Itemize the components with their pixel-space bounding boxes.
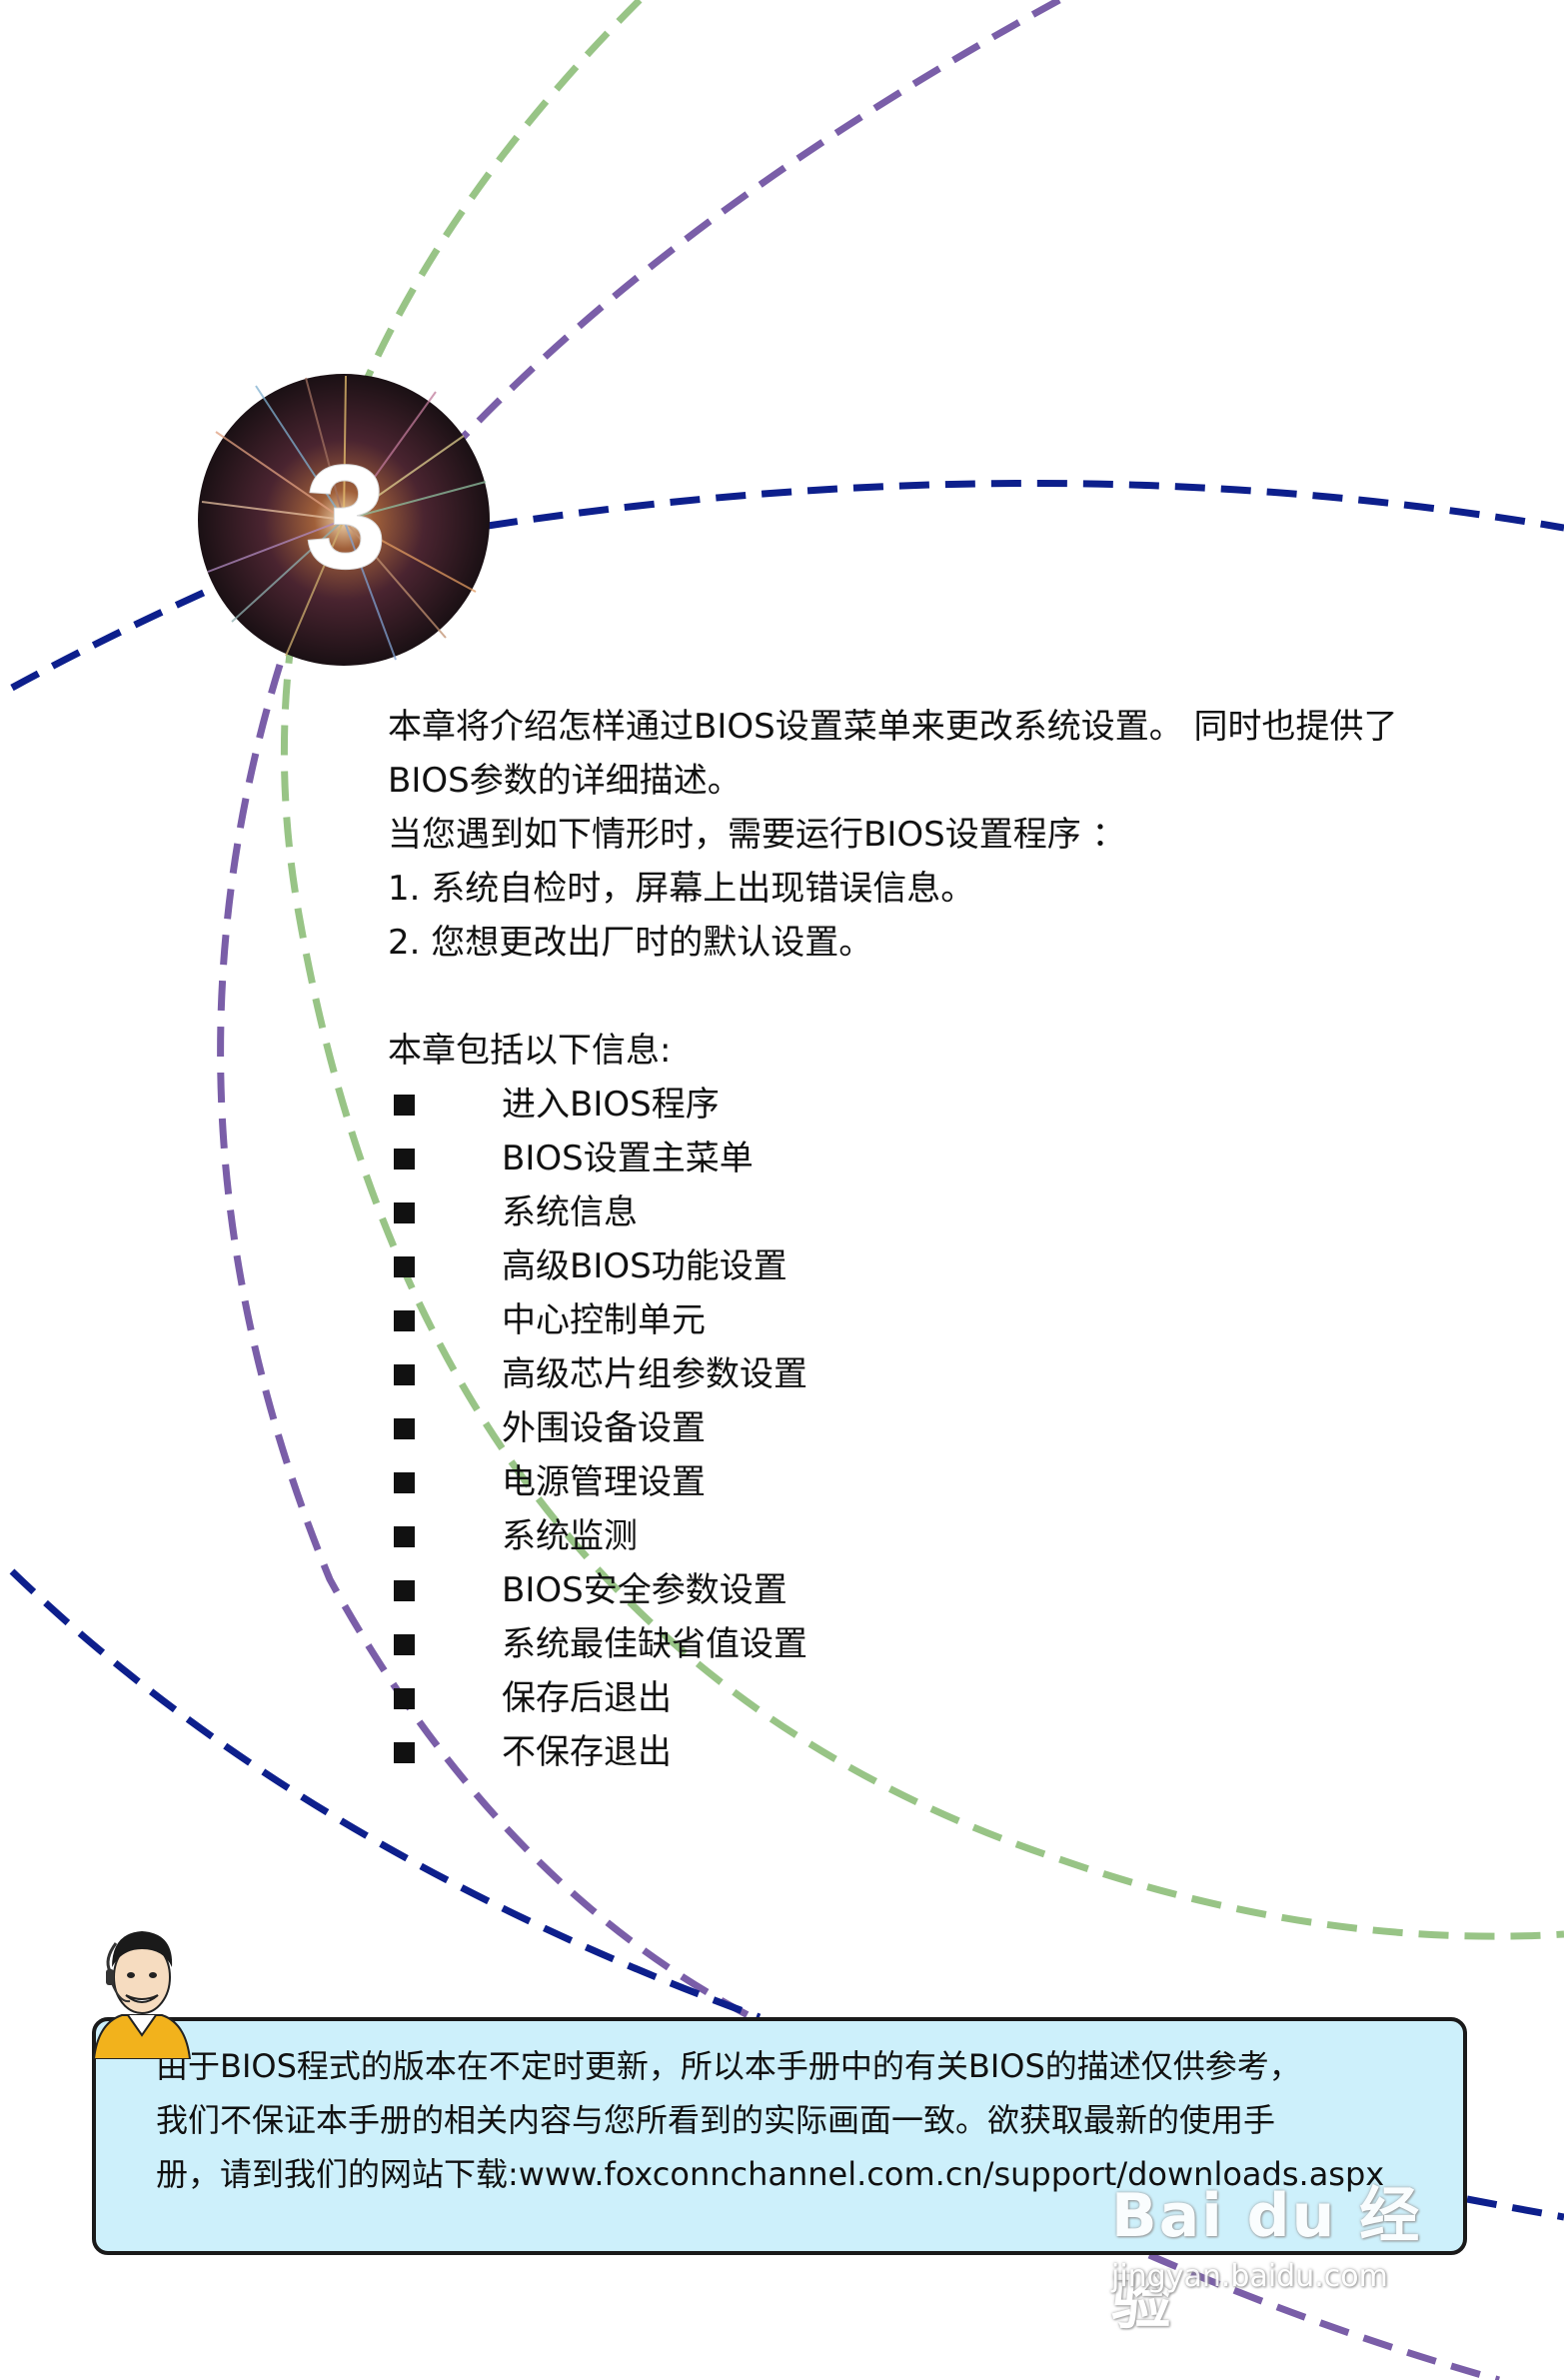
navy-dashed-curve-bottom-right (1466, 2195, 1564, 2221)
intro-numbered-item: 1. 系统自检时，屏幕上出现错误信息。 (388, 869, 975, 909)
chapter-number: 3 (305, 435, 387, 600)
square-bullet-icon (394, 1310, 415, 1331)
topic-label: 系统监测 (502, 1516, 638, 1556)
navy-dashed-curve-upper (10, 586, 212, 692)
topic-label: 保存后退出 (502, 1678, 672, 1718)
list-item: 系统信息 (388, 1186, 1467, 1239)
list-item: 中心控制单元 (388, 1293, 1467, 1347)
topic-label: BIOS设置主菜单 (502, 1139, 754, 1179)
watermark-brand: Bai du 经验 (1111, 2181, 1422, 2338)
square-bullet-icon (394, 1526, 415, 1547)
list-item: 高级芯片组参数设置 (388, 1347, 1467, 1401)
list-item: BIOS安全参数设置 (388, 1563, 1467, 1617)
list-item: 不保存退出 (388, 1725, 1467, 1779)
note-callout: 由于BIOS程式的版本在不定时更新，所以本手册中的有关BIOS的描述仅供参考， … (92, 2017, 1467, 2255)
topic-label: 高级BIOS功能设置 (502, 1246, 787, 1286)
square-bullet-icon (394, 1580, 415, 1601)
intro-line: 本章将介绍怎样通过BIOS设置菜单来更改系统设置。 同时也提供了 (388, 707, 1398, 747)
list-item: 高级BIOS功能设置 (388, 1239, 1467, 1293)
topic-list-heading: 本章包括以下信息: (388, 1031, 672, 1071)
list-item: 外围设备设置 (388, 1401, 1467, 1455)
topic-label: 中心控制单元 (502, 1300, 706, 1340)
purple-dashed-curve-lower (1147, 2251, 1500, 2380)
square-bullet-icon (394, 1095, 415, 1116)
square-bullet-icon (394, 1418, 415, 1439)
watermark-url: jingyan.baidu.com (1111, 2259, 1388, 2294)
note-text: 由于BIOS程式的版本在不定时更新，所以本手册中的有关BIOS的描述仅供参考， … (156, 2047, 1385, 2193)
list-item: 保存后退出 (388, 1671, 1467, 1725)
topic-label: 进入BIOS程序 (502, 1085, 720, 1125)
list-item: 系统最佳缺省值设置 (388, 1617, 1467, 1671)
chapter-intro: 本章将介绍怎样通过BIOS设置菜单来更改系统设置。 同时也提供了 BIOS参数的… (388, 700, 1467, 1779)
square-bullet-icon (394, 1634, 415, 1655)
square-bullet-icon (394, 1256, 415, 1277)
topic-label: 系统最佳缺省值设置 (502, 1624, 807, 1664)
navy-dashed-curve-top-arc (487, 480, 1564, 532)
intro-line: BIOS参数的详细描述。 (388, 761, 742, 801)
topic-label: 系统信息 (502, 1192, 638, 1232)
topic-label: 外围设备设置 (502, 1408, 706, 1448)
navy-dashed-curve-lower (9, 1568, 762, 2021)
list-item: 进入BIOS程序 (388, 1078, 1467, 1132)
list-item: BIOS设置主菜单 (388, 1132, 1467, 1186)
chapter-number-badge: 3 (198, 374, 490, 666)
list-item: 系统监测 (388, 1509, 1467, 1563)
baidu-jingyan-watermark: Bai du 经验 jingyan.baidu.com (1111, 2167, 1471, 2367)
topic-label: 高级芯片组参数设置 (502, 1354, 807, 1394)
purple-dashed-curve-left (217, 663, 762, 2025)
topic-label: 不保存退出 (502, 1732, 672, 1772)
square-bullet-icon (394, 1472, 415, 1493)
topic-label: BIOS安全参数设置 (502, 1570, 787, 1610)
square-bullet-icon (394, 1688, 415, 1709)
square-bullet-icon (394, 1149, 415, 1170)
intro-numbered-item: 2. 您想更改出厂时的默认设置。 (388, 923, 873, 963)
square-bullet-icon (394, 1742, 415, 1763)
square-bullet-icon (394, 1364, 415, 1385)
intro-line: 当您遇到如下情形时，需要运行BIOS设置程序 ： (388, 815, 1126, 855)
topic-label: 电源管理设置 (502, 1462, 706, 1502)
list-item: 电源管理设置 (388, 1455, 1467, 1509)
square-bullet-icon (394, 1202, 415, 1223)
support-agent-avatar-icon (92, 1931, 192, 2059)
topic-list: 进入BIOS程序 BIOS设置主菜单 系统信息 高级BIOS功能设置 中心控制单… (388, 1078, 1467, 1779)
